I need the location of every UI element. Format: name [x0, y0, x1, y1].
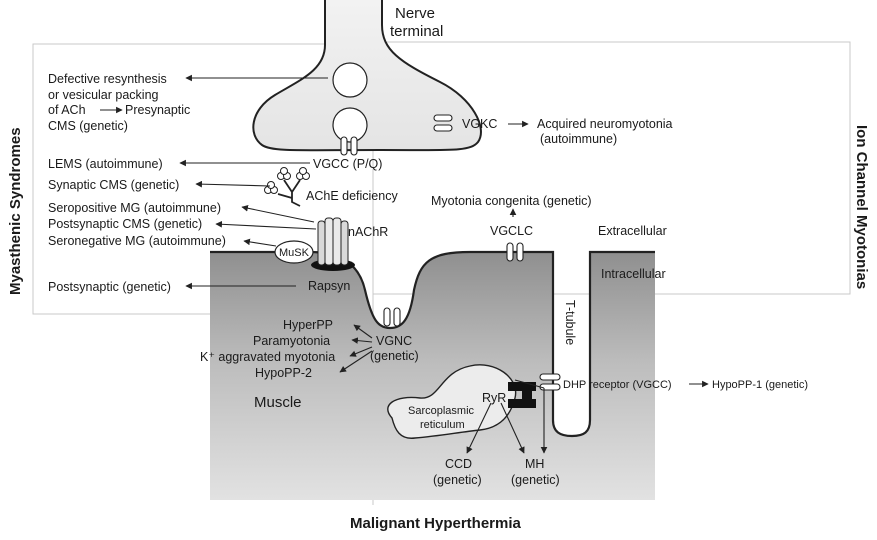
nachr-label: nAChR: [348, 225, 388, 239]
synaptic-vesicle-top: [332, 62, 368, 98]
neuromyotonia-label-2: (autoimmune): [540, 132, 617, 146]
hypopp2-label: HypoPP-2: [255, 366, 312, 380]
hypopp1-label: HypoPP-1 (genetic): [712, 379, 808, 391]
seropositive-mg-label: Seropositive MG (autoimmune): [48, 201, 221, 215]
ttubule-label: T-tubule: [563, 300, 577, 345]
muscle-membrane: [210, 250, 655, 438]
postsynaptic-genetic-label: Postsynaptic (genetic): [48, 280, 171, 294]
rapsyn-label: Rapsyn: [308, 279, 350, 293]
defective-resynthesis-label-4: CMS (genetic): [48, 119, 128, 133]
defective-resynthesis-label-1: Defective resynthesis: [48, 72, 167, 86]
lems-label: LEMS (autoimmune): [48, 157, 163, 171]
vgkc-channel: [433, 114, 453, 132]
hyperpp-label: HyperPP: [283, 318, 333, 332]
sarcoplasmic-reticulum: [387, 364, 517, 439]
defective-resynthesis-label-2: or vesicular packing: [48, 88, 159, 102]
defective-resynthesis-label-3a: of ACh: [48, 103, 86, 117]
nerve-terminal-label-1: Nerve: [395, 5, 435, 22]
ion-channel-myotonias-title: Ion Channel Myotonias: [853, 125, 870, 289]
vgnc-label-1: VGNC: [376, 334, 412, 348]
nachr-receptor: [311, 217, 355, 271]
ryr-label: RyR: [482, 391, 506, 405]
nerve-terminal-label-2: terminal: [390, 23, 443, 40]
neuromyotonia-label-1: Acquired neuromyotonia: [537, 117, 673, 131]
sarcoplasmic-reticulum-label-1: Sarcoplasmic: [408, 405, 475, 417]
sarcoplasmic-reticulum-label-2: reticulum: [420, 419, 465, 431]
defective-resynthesis-label-3b: Presynaptic: [125, 103, 190, 117]
k-aggravated-myotonia-label: K⁺ aggravated myotonia: [200, 350, 335, 364]
mh-label-1: MH: [525, 457, 544, 471]
malignant-hyperthermia-title: Malignant Hyperthermia: [350, 515, 522, 532]
intracellular-label: Intracellular: [601, 267, 666, 281]
ache-deficiency-label: AChE deficiency: [306, 189, 398, 203]
muscle-label: Muscle: [254, 394, 302, 411]
paramyotonia-label: Paramyotonia: [253, 334, 330, 348]
vgclc-label: VGCLC: [490, 224, 533, 238]
nerve-terminal: [252, 0, 482, 152]
myasthenic-syndromes-title: Myasthenic Syndromes: [7, 127, 24, 295]
dhp-receptor-label: DHP receptor (VGCC): [563, 379, 672, 391]
postsynaptic-cms-label: Postsynaptic CMS (genetic): [48, 217, 202, 231]
vgcc-label: VGCC (P/Q): [313, 157, 382, 171]
vgclc-channel: [506, 242, 524, 262]
seronegative-mg-label: Seronegative MG (autoimmune): [48, 234, 226, 248]
ccd-label-2: (genetic): [433, 473, 482, 487]
extracellular-label: Extracellular: [598, 224, 667, 238]
dhp-receptor: [539, 373, 561, 391]
synaptic-vesicle-bottom: [332, 107, 368, 143]
vgnc-channel: [383, 307, 401, 327]
vgkc-label: VGKC: [462, 117, 497, 131]
ryr-receptor: [508, 382, 536, 408]
musk-label: MuSK: [279, 247, 310, 259]
vgnc-label-2: (genetic): [370, 349, 419, 363]
ccd-label-1: CCD: [445, 457, 472, 471]
mh-label-2: (genetic): [511, 473, 560, 487]
ache-molecule: [264, 167, 310, 207]
musk-protein: [274, 240, 314, 264]
myotonia-congenita-label: Myotonia congenita (genetic): [431, 194, 592, 208]
arrows: [100, 74, 709, 454]
synaptic-cms-label: Synaptic CMS (genetic): [48, 178, 179, 192]
vgcc-channel: [340, 136, 358, 156]
